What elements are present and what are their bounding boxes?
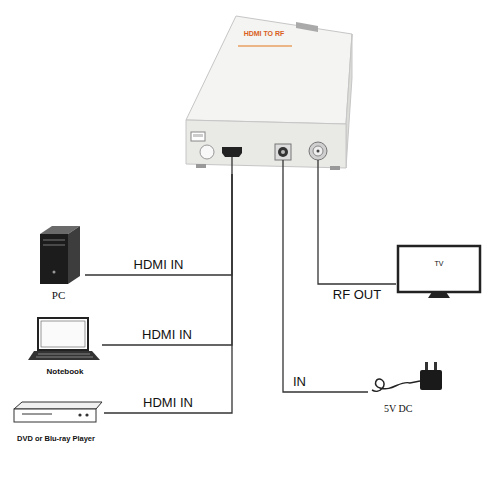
converter-illustration — [186, 16, 352, 174]
cable-line — [102, 174, 232, 345]
cable-line — [283, 174, 368, 392]
notebook-screen — [38, 318, 88, 350]
converter-tab — [296, 22, 318, 32]
dc-jack-pin — [281, 150, 285, 154]
dc-jack — [275, 144, 291, 160]
hdmi-port — [222, 147, 242, 157]
pc-side — [68, 226, 80, 284]
adapter-illustration — [372, 362, 442, 391]
device-label: 5V DC — [384, 403, 412, 415]
foot — [330, 166, 340, 170]
notebook-keys — [36, 357, 93, 358]
button — [200, 145, 214, 159]
cable-label: RF OUT — [331, 287, 383, 302]
adapter-prong — [434, 362, 437, 370]
dvd-button — [78, 413, 81, 416]
cable-label: HDMI IN — [140, 327, 194, 342]
notebook-illustration — [28, 318, 100, 360]
cable-label: IN — [291, 374, 308, 389]
converter-top — [186, 16, 352, 124]
notebook-icon: Notebook — [28, 316, 102, 378]
dvd-front — [14, 409, 96, 422]
pc-drive — [43, 240, 65, 241]
device-label: HDMI TO RF — [244, 30, 285, 38]
tv-screen — [398, 246, 480, 292]
pc-drive — [43, 245, 65, 246]
adapter-plug — [420, 370, 442, 390]
adapter-prong — [425, 362, 428, 370]
port-stub — [231, 157, 232, 174]
usb-port — [191, 132, 205, 141]
converter-stripe — [238, 45, 292, 47]
converter-front — [186, 120, 346, 168]
device-label: PC — [52, 289, 65, 302]
rf-connector-pin — [317, 150, 320, 153]
converter-side — [346, 34, 352, 168]
notebook-display — [41, 321, 85, 347]
tv-illustration — [398, 246, 480, 298]
dvd-illustration — [14, 402, 102, 422]
cable-line — [85, 174, 232, 275]
rf-connector-inner — [313, 146, 323, 156]
notebook-base — [28, 351, 100, 360]
tv-stand — [428, 292, 450, 298]
dvd-player: DVD or Blu-ray Player — [8, 398, 104, 446]
usb-port-inner — [193, 134, 203, 137]
cable-label: HDMI IN — [141, 395, 195, 410]
pc-front — [40, 234, 68, 284]
port-stub — [317, 160, 318, 174]
device-label: TV — [435, 260, 444, 268]
pc-illustration — [40, 226, 80, 284]
converter-box: HDMI TO RF — [180, 8, 348, 174]
rf-connector — [309, 142, 327, 160]
adapter-cable — [372, 379, 420, 391]
power-adapter: 5V DC — [368, 352, 454, 416]
tv-icon: TV — [396, 243, 482, 299]
cable-label: HDMI IN — [132, 257, 186, 272]
dvd-slot — [22, 414, 52, 415]
dvd-top — [14, 402, 102, 409]
foot — [196, 164, 206, 168]
device-label: Notebook — [47, 367, 84, 376]
notebook-keys — [38, 354, 90, 355]
device-label: DVD or Blu-ray Player — [17, 435, 95, 444]
pc-icon: PC — [32, 222, 85, 304]
port-stub — [282, 160, 283, 174]
cable-line — [318, 174, 396, 284]
cable-line — [104, 174, 232, 413]
pc-power — [53, 271, 56, 274]
dvd-button — [85, 413, 88, 416]
dc-jack-hole — [278, 147, 288, 157]
